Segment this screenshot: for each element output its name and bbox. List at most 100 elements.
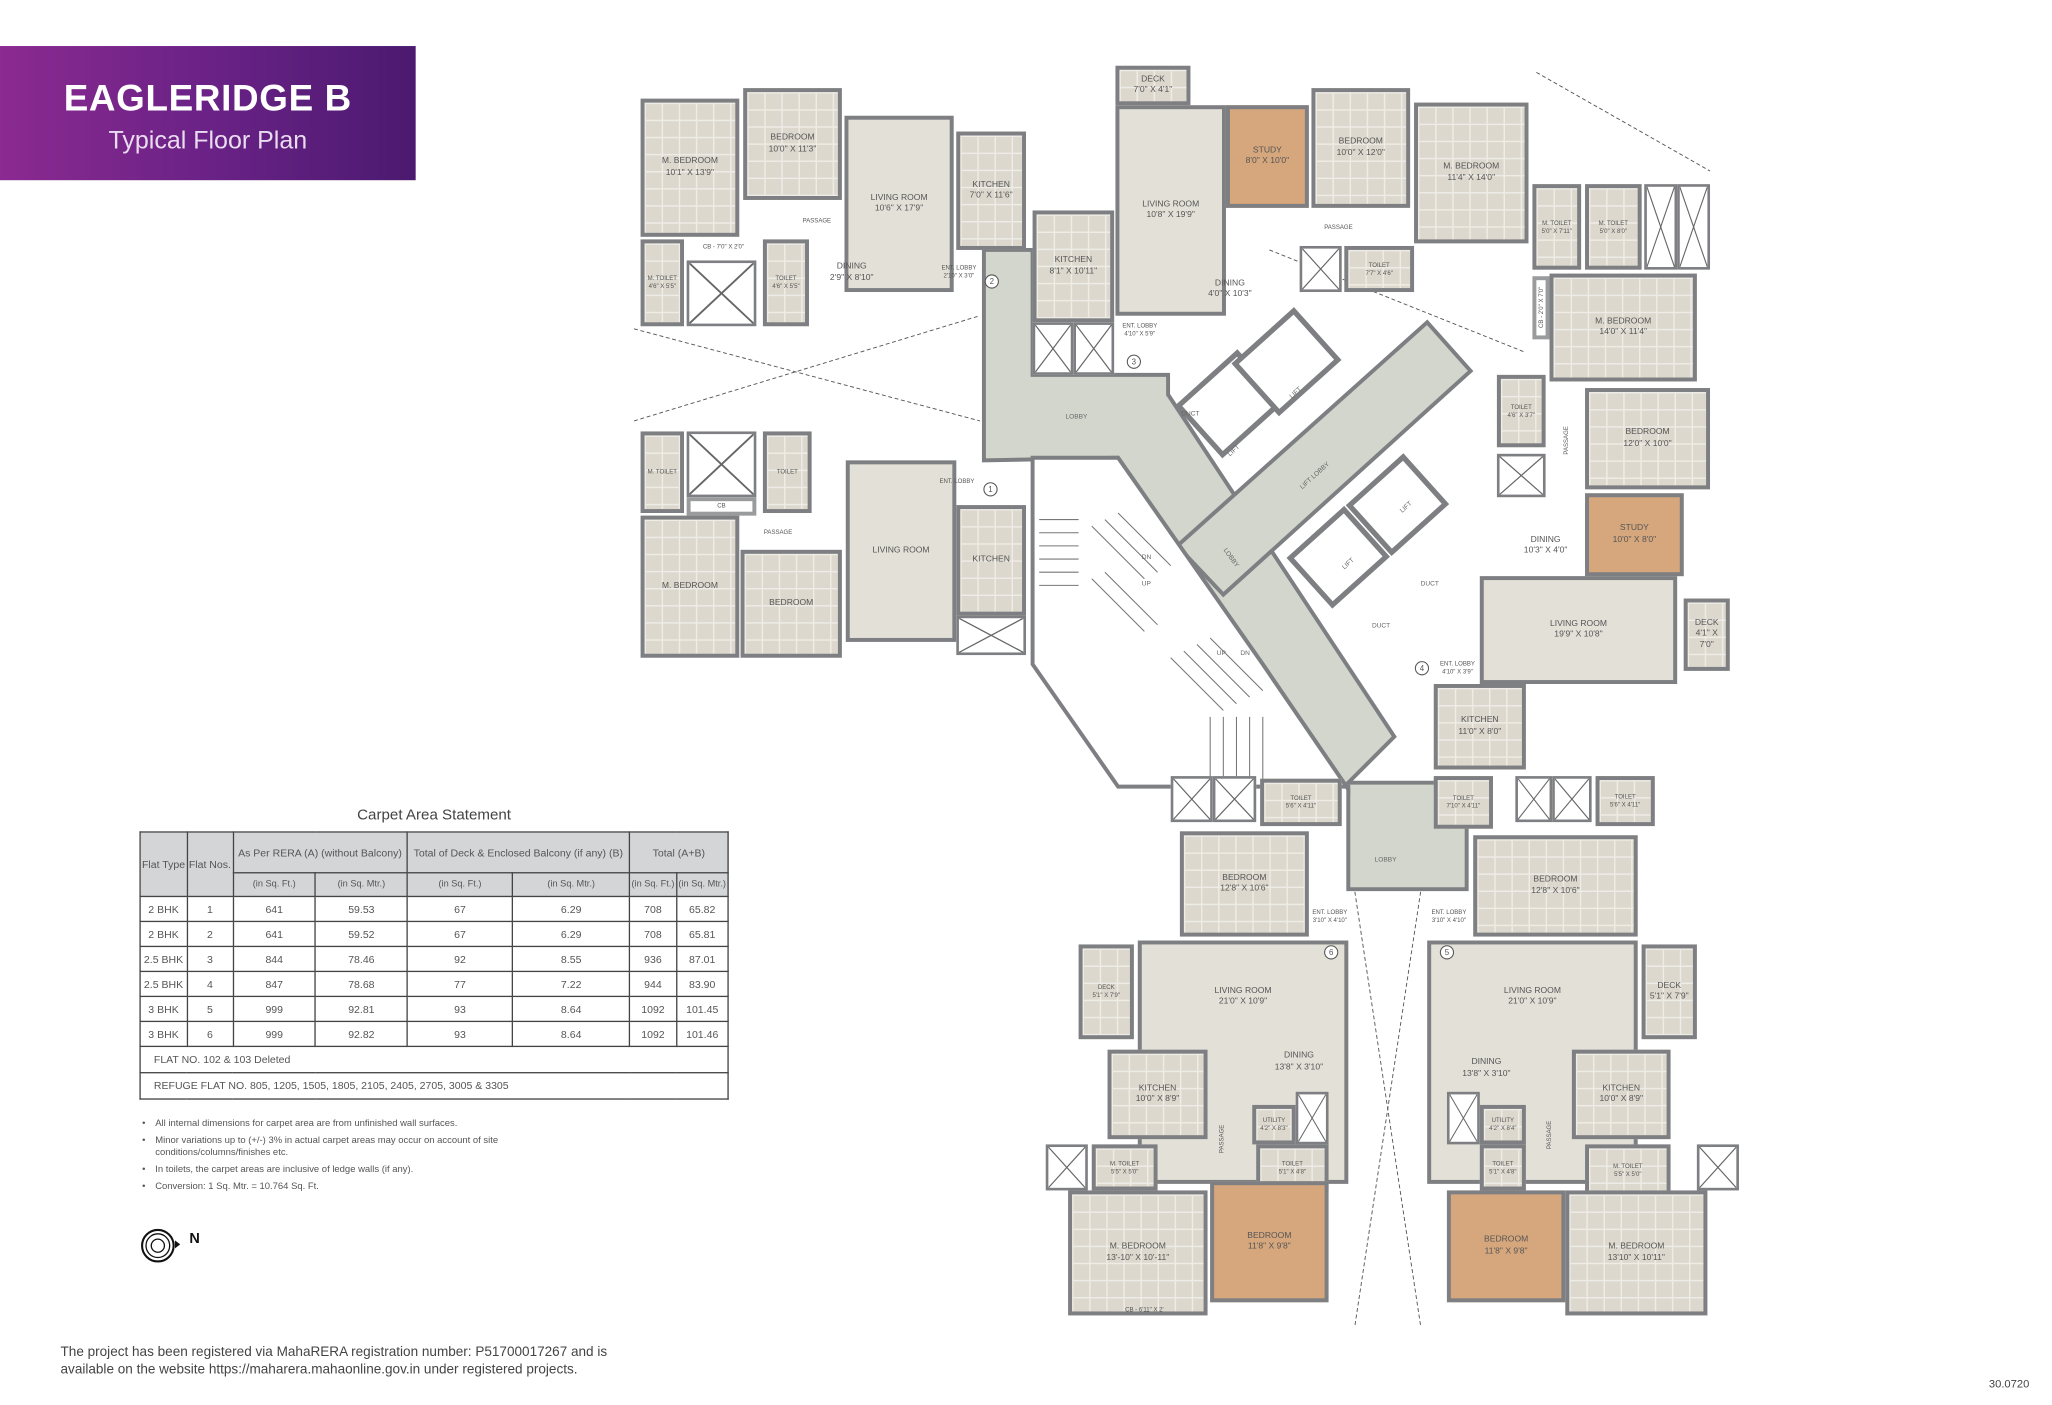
duct-label: DUCT (1421, 580, 1439, 587)
room-kitchen: KITCHEN (956, 505, 1027, 616)
room-dimensions: 5'5" X 5'0" (1110, 1167, 1139, 1174)
rera-line: The project has been registered via Maha… (60, 1345, 608, 1361)
room-dimensions: 8'1" X 10'11" (1049, 266, 1098, 276)
room-label: CB - 2'0" X 7'0" (1537, 287, 1544, 329)
room-passage: PASSAGE (789, 204, 844, 237)
room-dimensions: 4'0" X 10'3" (1208, 289, 1252, 299)
table-cell: 67 (406, 920, 514, 948)
room-dimensions: 10'3" X 4'0" (1523, 545, 1568, 556)
room-label: DECK (1657, 981, 1682, 991)
room-m-toilet: M. TOILET (640, 431, 685, 514)
room-label: BEDROOM (1338, 137, 1383, 147)
room-dimensions: 5'1" X 4'8" (1489, 1167, 1517, 1174)
table-cell: 2 BHK (139, 895, 188, 923)
room-living-room: LIVING ROOM (845, 460, 957, 642)
lifts (1174, 307, 1450, 609)
room-dimensions: 4'6" X 3'7" (1507, 411, 1535, 418)
table-cell: 59.53 (315, 895, 408, 923)
room-label: PASSAGE (763, 528, 793, 535)
room-label: PASSAGE (1562, 426, 1569, 455)
room-label: M. BEDROOM (1608, 1242, 1665, 1252)
room-label: DECK (1097, 984, 1115, 991)
footnote-row: FLAT NO. 102 & 103 Deleted (139, 1045, 729, 1074)
room-label: ENT. LOBBY (1122, 322, 1158, 330)
title-banner: EAGLERIDGE B Typical Floor Plan (0, 46, 416, 181)
room-dimensions: 7'7" X 4'6" (1365, 268, 1393, 276)
room-dimensions: 3'10" X 4'10" (1312, 916, 1347, 923)
room-dimensions: 5'1" X 7'9" (1649, 991, 1689, 1002)
rera-line: available on the website https://maharer… (60, 1363, 578, 1378)
shaft-box (956, 615, 1027, 656)
room-label: LIVING ROOM (1142, 199, 1200, 209)
table-cell: 999 (232, 1020, 317, 1048)
room-label: DINING (1530, 535, 1561, 545)
table-cell: 3 (186, 945, 234, 973)
staircase (1030, 455, 1351, 796)
table-cell: 641 (232, 920, 317, 948)
room-dimensions: 4'6" X 5'5" (648, 282, 677, 290)
north-label: N (189, 1231, 200, 1247)
table-cell: 6 (186, 1020, 234, 1048)
room-dimensions: 5'0" X 7'11" (1541, 226, 1572, 234)
room-label: LIVING ROOM (872, 545, 930, 556)
table-cell: 1 (186, 895, 234, 923)
table-cell: 2.5 BHK (139, 945, 188, 973)
room-label: KITCHEN (972, 180, 1010, 190)
table-cell: 1092 (628, 1020, 677, 1048)
shaft-box (1496, 453, 1546, 498)
table-cell: 2 BHK (139, 920, 188, 948)
room-dimensions: 10'6" X 17'9" (874, 203, 924, 214)
room-dimensions: 11'8" X 9'8" (1247, 1241, 1291, 1251)
room-label: CB - 7'0" X 2'0" (702, 243, 745, 251)
stair-up-label: UP (1217, 650, 1227, 657)
table-cell: 847 (232, 970, 317, 998)
room-dimensions: 5'0" X 8'0" (1599, 226, 1628, 234)
room-label: BEDROOM (1222, 873, 1267, 883)
col-rera: As Per RERA (A) (without Balcony) (232, 831, 408, 874)
table-cell: 87.01 (675, 945, 729, 973)
room-label: M. TOILET (1598, 219, 1628, 226)
room-dimensions: 13'8" X 3'10" (1274, 1062, 1324, 1072)
room-dimensions: 5'6" X 4'11" (1285, 802, 1317, 809)
table-cell: 6.29 (512, 920, 631, 948)
shaft-box (1045, 1144, 1088, 1191)
room-label: PASSAGE (1545, 1120, 1552, 1149)
room-label: DECK (1694, 618, 1719, 628)
lobby-label: LOBBY (1065, 413, 1088, 420)
room-label: M. TOILET (1613, 1163, 1643, 1170)
table-cell: 5 (186, 995, 234, 1023)
table-cell: 3 BHK (139, 995, 188, 1023)
room-passage: PASSAGE (1208, 1100, 1237, 1178)
shaft-box (1552, 776, 1592, 823)
room-dimensions: 11'8" X 9'8" (1484, 1246, 1528, 1256)
table-cell: 1092 (628, 995, 677, 1023)
room-dimensions: 10'0" X 8'9" (1135, 1094, 1180, 1104)
room-dimensions: 12'8" X 10'6" (1220, 883, 1269, 894)
room-label: PASSAGE (802, 216, 832, 224)
room-label: M. TOILET (647, 468, 677, 476)
